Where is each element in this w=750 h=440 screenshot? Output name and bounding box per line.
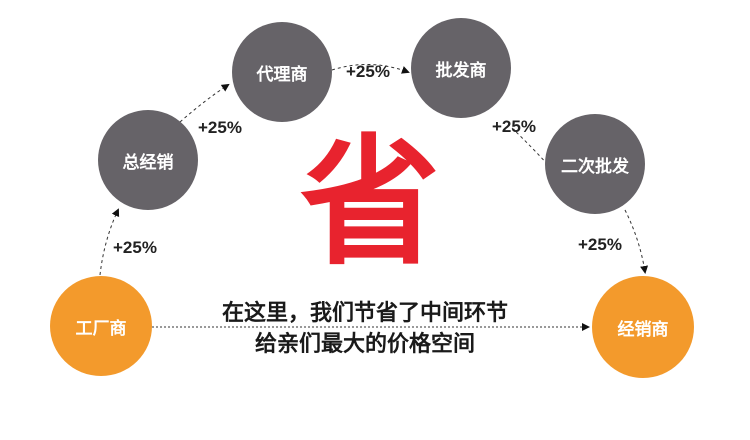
node-agent: 代理商 (232, 22, 332, 122)
node-label: 代理商 (256, 64, 308, 84)
node-factory: 工厂商 (50, 276, 152, 376)
node-label: 经销商 (617, 319, 669, 339)
node-wholesaler: 批发商 (411, 18, 511, 118)
arrow-general-to-agent (179, 83, 230, 123)
arrow-secondary-to-dealer (624, 209, 649, 274)
node-label: 批发商 (435, 60, 487, 80)
node-dealer: 经销商 (592, 276, 694, 378)
markup-label: +25% (113, 238, 157, 257)
markup-label: +25% (346, 62, 390, 81)
node-secondary-wholesale: 二次批发 (545, 114, 645, 214)
node-label: 工厂商 (75, 318, 127, 338)
arrow-agent-to-wholesaler (331, 63, 410, 74)
save-character: 省 (300, 124, 441, 281)
markup-label: +25% (578, 235, 622, 254)
node-label: 总经销 (122, 152, 174, 172)
message-line-2: 给亲们最大的价格空间 (254, 331, 475, 356)
node-label: 二次批发 (561, 156, 629, 176)
message-line-1: 在这里，我们节省了中间环节 (221, 300, 508, 325)
markup-label: +25% (198, 118, 242, 137)
node-general-distributor: 总经销 (98, 110, 198, 210)
markup-label: +25% (492, 117, 536, 136)
arrow-factory-to-general (99, 208, 120, 276)
